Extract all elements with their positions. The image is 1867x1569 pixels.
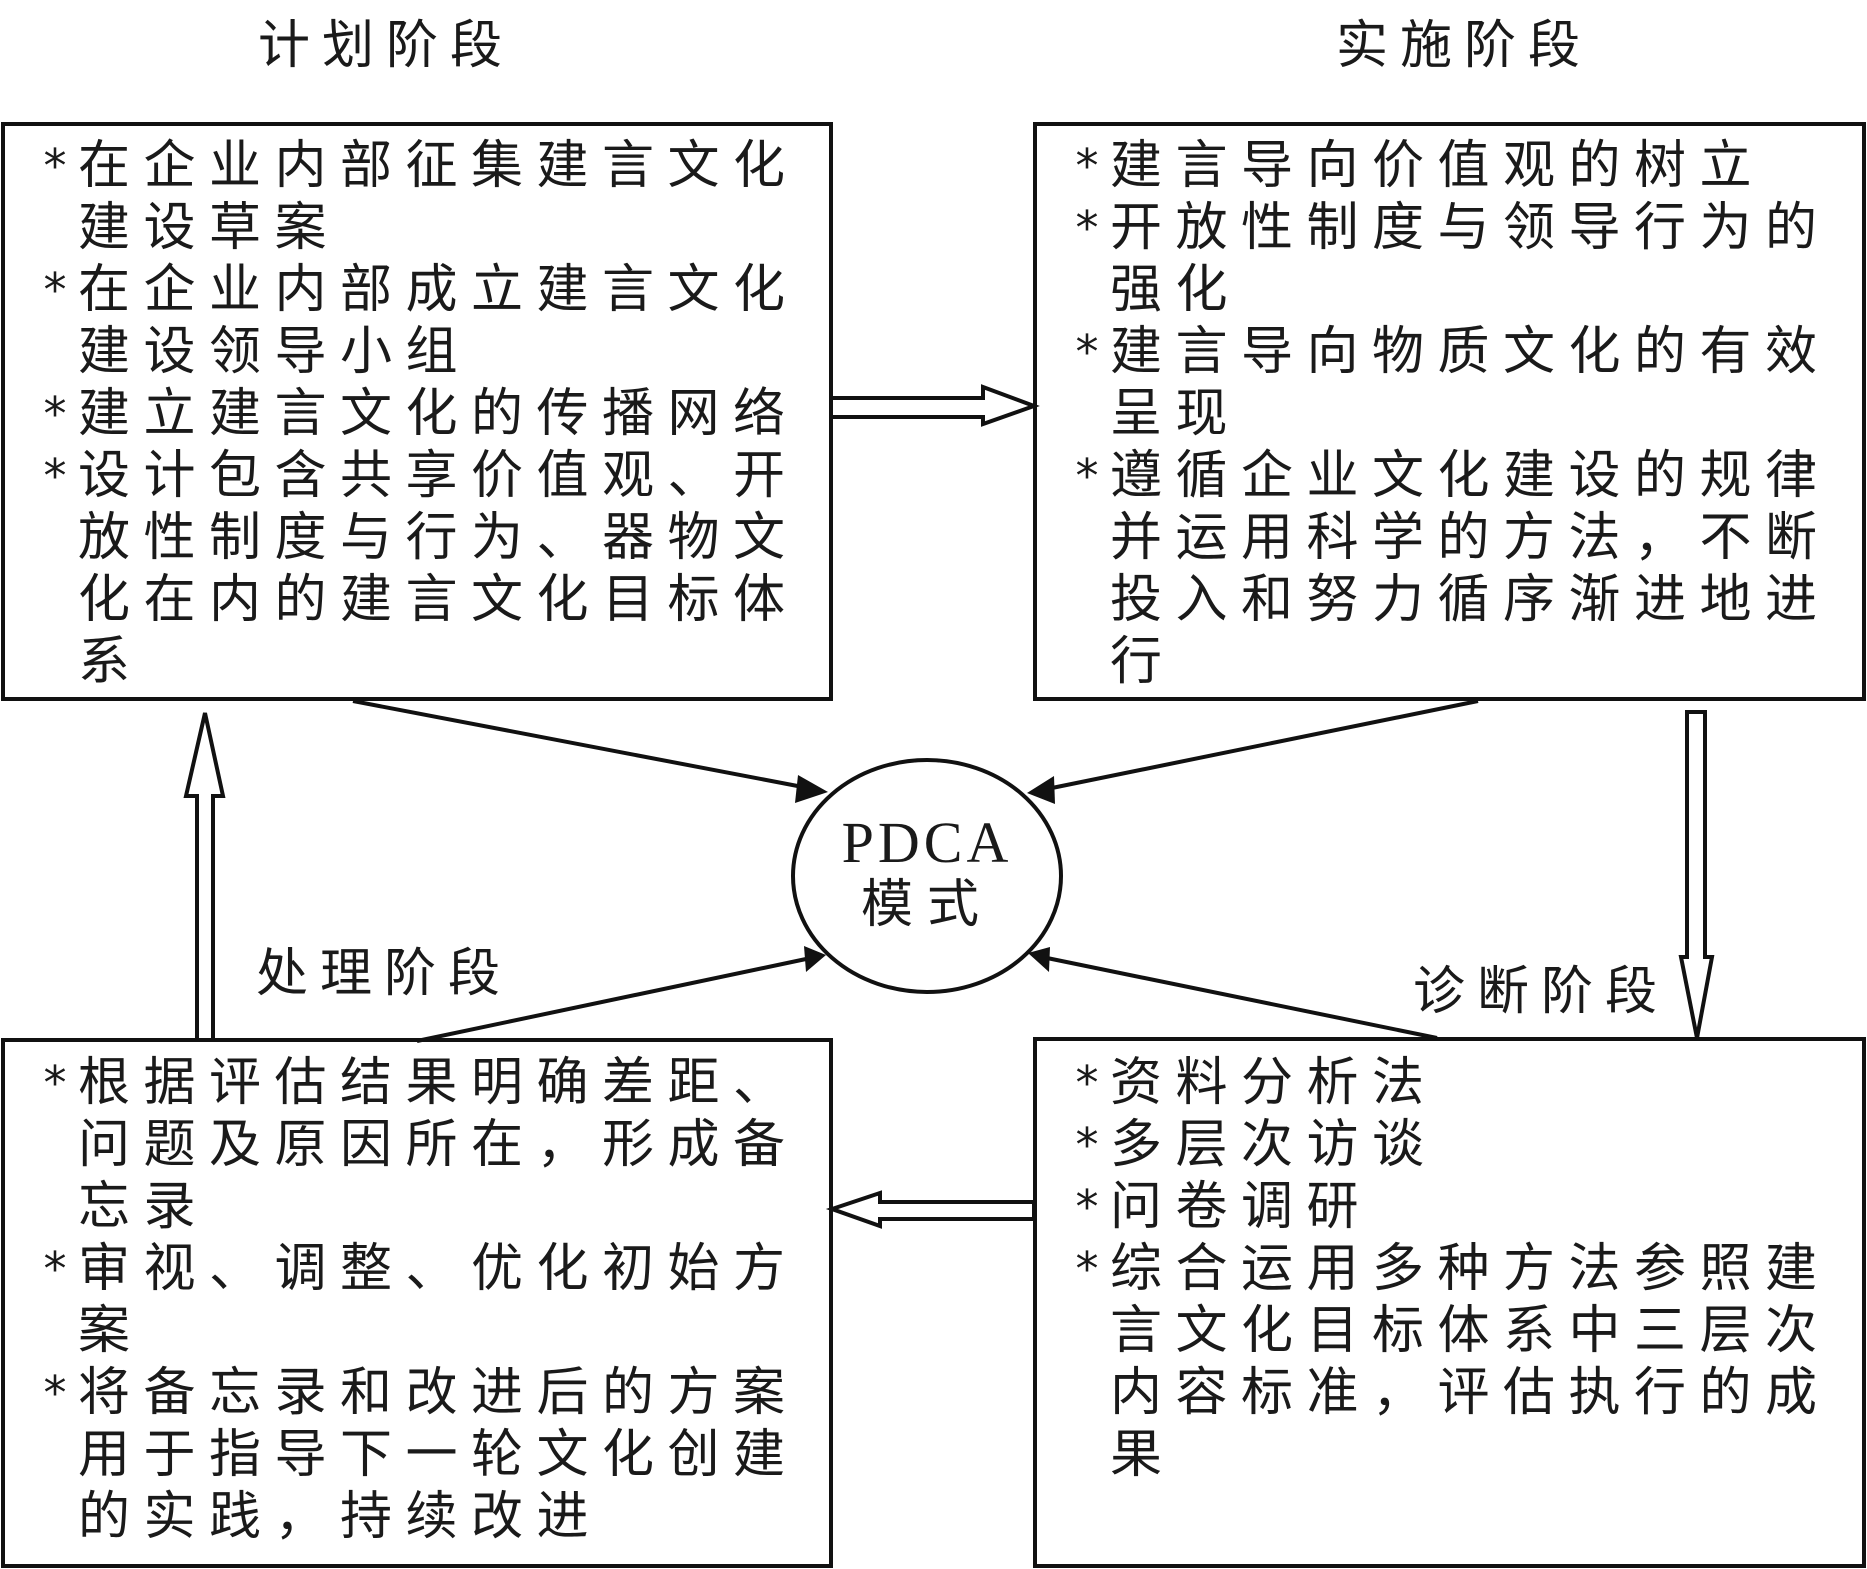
plan-item-text-line: 在企业内部成立建言文化 xyxy=(78,260,799,320)
act-item-text-line: 忘录 xyxy=(78,1177,210,1237)
check-item-text-line: 内容标准，评估执行的成 xyxy=(1110,1363,1831,1423)
plan-item-text-line: 系 xyxy=(78,632,144,692)
asterisk-bullet-icon: * xyxy=(43,387,67,441)
check-box xyxy=(1033,1037,1866,1568)
do-list-item: *建言导向物质文化的有效呈现 xyxy=(1067,321,1831,445)
pdca-label-zh: 模式 xyxy=(860,875,993,935)
act-item-text-line: 问题及原因所在，形成备 xyxy=(78,1115,799,1175)
asterisk-bullet-icon: * xyxy=(43,263,67,317)
act-item-text-line: 将备忘录和改进后的方案 xyxy=(78,1363,799,1423)
plan-item-text-line: 设计包含共享价值观、开 xyxy=(78,446,799,506)
check-list-item: *多层次访谈 xyxy=(1067,1114,1831,1176)
act-item-text-line: 用于指导下一轮文化创建 xyxy=(78,1425,799,1485)
do-item-text-line: 并运用科学的方法，不断 xyxy=(1110,508,1831,568)
do-list-item: *遵循企业文化建设的规律并运用科学的方法，不断投入和努力循序渐进地进行 xyxy=(1067,445,1831,693)
do-item-text-line: 开放性制度与领导行为的 xyxy=(1110,198,1831,258)
pdca-center-label: PDCA 模式 xyxy=(797,812,1057,936)
plan-items: *在企业内部征集建言文化建设草案*在企业内部成立建言文化建设领导小组*建立建言文… xyxy=(35,135,799,693)
asterisk-bullet-icon: * xyxy=(1075,1118,1099,1172)
connector-act-to-center xyxy=(416,946,826,1043)
asterisk-bullet-icon: * xyxy=(43,449,67,503)
plan-item-text-line: 建立建言文化的传播网络 xyxy=(78,384,799,444)
plan-item-text-line: 放性制度与行为、器物文 xyxy=(78,508,799,568)
connector-check-to-center xyxy=(1028,947,1438,1040)
plan-list-item: *设计包含共享价值观、开放性制度与行为、器物文化在内的建言文化目标体系 xyxy=(35,445,799,693)
asterisk-bullet-icon: * xyxy=(1075,449,1099,503)
plan-item-text-line: 建设草案 xyxy=(78,198,341,258)
do-item-text-line: 建言导向价值观的树立 xyxy=(1110,136,1766,196)
plan-item-text-line: 在企业内部征集建言文化 xyxy=(78,136,799,196)
do-list-item: *开放性制度与领导行为的强化 xyxy=(1067,197,1831,321)
act-item-text-line: 的实践，持续改进 xyxy=(78,1487,603,1547)
arrowhead-do xyxy=(1027,776,1055,804)
asterisk-bullet-icon: * xyxy=(43,1242,67,1296)
act-list-item: *审视、调整、优化初始方案 xyxy=(35,1238,799,1362)
asterisk-bullet-icon: * xyxy=(1075,325,1099,379)
do-item-text-line: 行 xyxy=(1110,632,1176,692)
arrowhead-check xyxy=(1028,947,1050,972)
check-item-text-line: 问卷调研 xyxy=(1110,1177,1373,1237)
act-items: *根据评估结果明确差距、问题及原因所在，形成备忘录*审视、调整、优化初始方案*将… xyxy=(35,1052,799,1548)
arrow-act-to-plan xyxy=(183,712,226,1042)
pdca-label-en: PDCA xyxy=(841,810,1013,875)
connector-do-to-center xyxy=(1027,699,1479,804)
check-list-item: *综合运用多种方法参照建言文化目标体系中三层次内容标准，评估执行的成果 xyxy=(1067,1238,1831,1486)
arrow-do-to-check xyxy=(1678,710,1715,1039)
check-items: *资料分析法*多层次访谈*问卷调研*综合运用多种方法参照建言文化目标体系中三层次… xyxy=(1067,1052,1831,1486)
act-list-item: *根据评估结果明确差距、问题及原因所在，形成备忘录 xyxy=(35,1052,799,1238)
do-stage-title: 实施阶段 xyxy=(1336,16,1593,76)
plan-list-item: *在企业内部成立建言文化建设领导小组 xyxy=(35,259,799,383)
act-stage-title: 处理阶段 xyxy=(256,944,513,1004)
plan-item-text-line: 建设领导小组 xyxy=(78,322,472,382)
act-item-text-line: 审视、调整、优化初始方 xyxy=(78,1239,799,1299)
check-list-item: *资料分析法 xyxy=(1067,1052,1831,1114)
asterisk-bullet-icon: * xyxy=(1075,1242,1099,1296)
do-item-text-line: 建言导向物质文化的有效 xyxy=(1110,322,1831,382)
act-item-text-line: 案 xyxy=(78,1301,144,1361)
check-stage-title: 诊断阶段 xyxy=(1413,962,1670,1022)
check-item-text-line: 果 xyxy=(1110,1425,1176,1485)
do-box xyxy=(1033,122,1866,701)
do-list-item: *建言导向价值观的树立 xyxy=(1067,135,1831,197)
do-items: *建言导向价值观的树立*开放性制度与领导行为的强化*建言导向物质文化的有效呈现*… xyxy=(1067,135,1831,693)
plan-list-item: *在企业内部征集建言文化建设草案 xyxy=(35,135,799,259)
check-item-text-line: 资料分析法 xyxy=(1110,1053,1438,1113)
check-item-text-line: 言文化目标体系中三层次 xyxy=(1110,1301,1831,1361)
plan-list-item: *建立建言文化的传播网络 xyxy=(35,383,799,445)
do-item-text-line: 遵循企业文化建设的规律 xyxy=(1110,446,1831,506)
asterisk-bullet-icon: * xyxy=(1075,139,1099,193)
arrow-check-to-act xyxy=(825,1190,1036,1229)
asterisk-bullet-icon: * xyxy=(1075,201,1099,255)
asterisk-bullet-icon: * xyxy=(43,1366,67,1420)
do-item-text-line: 强化 xyxy=(1110,260,1242,320)
act-list-item: *将备忘录和改进后的方案用于指导下一轮文化创建的实践，持续改进 xyxy=(35,1362,799,1548)
check-list-item: *问卷调研 xyxy=(1067,1176,1831,1238)
asterisk-bullet-icon: * xyxy=(43,1056,67,1110)
arrow-plan-to-do xyxy=(829,384,1040,427)
pdca-ellipse xyxy=(791,758,1063,994)
do-item-text-line: 投入和努力循序渐进地进 xyxy=(1110,570,1831,630)
check-item-text-line: 多层次访谈 xyxy=(1110,1115,1438,1175)
check-item-text-line: 综合运用多种方法参照建 xyxy=(1110,1239,1831,1299)
asterisk-bullet-icon: * xyxy=(1075,1180,1099,1234)
arrowhead-act xyxy=(804,946,826,972)
act-item-text-line: 根据评估结果明确差距、 xyxy=(78,1053,799,1113)
do-item-text-line: 呈现 xyxy=(1110,384,1242,444)
plan-stage-title: 计划阶段 xyxy=(258,16,515,76)
plan-item-text-line: 化在内的建言文化目标体 xyxy=(78,570,799,630)
connector-plan-to-center xyxy=(352,699,828,803)
arrowhead-plan xyxy=(795,775,828,803)
asterisk-bullet-icon: * xyxy=(43,139,67,193)
asterisk-bullet-icon: * xyxy=(1075,1056,1099,1110)
